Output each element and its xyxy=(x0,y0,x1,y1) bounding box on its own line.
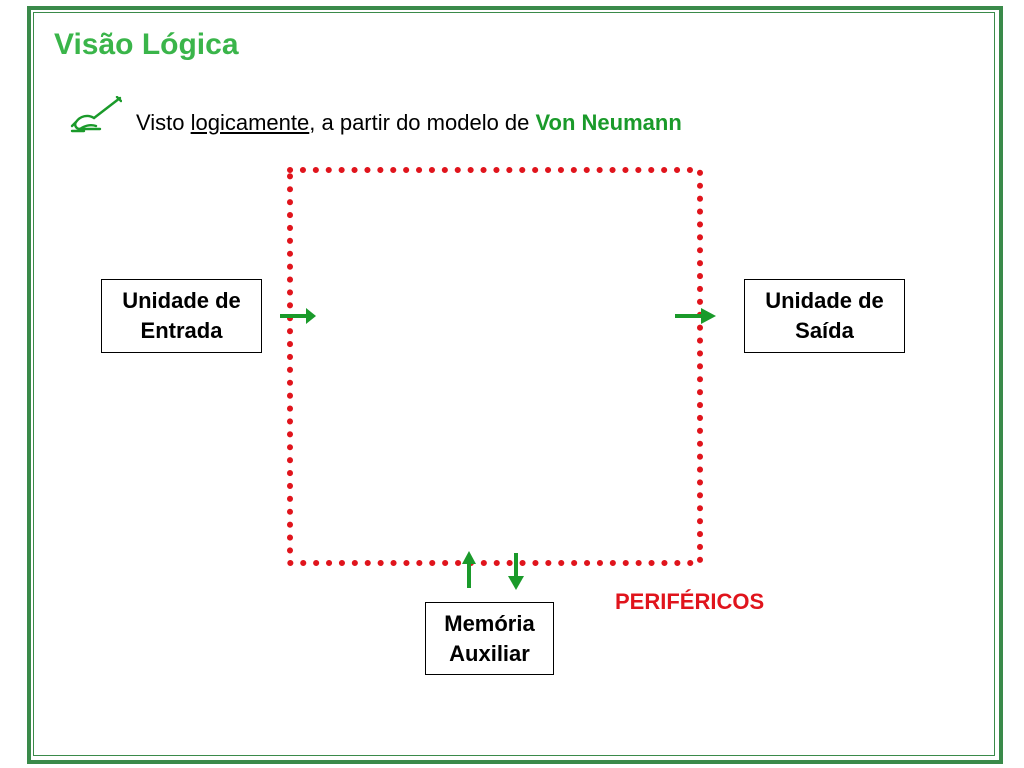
bullet-text-middle: , a partir do modelo de xyxy=(309,110,536,135)
bullet-text-before: Visto xyxy=(136,110,191,135)
bullet-text: Visto logicamente, a partir do modelo de… xyxy=(136,112,682,134)
memory-up-arrowhead xyxy=(462,551,476,564)
memory-down-arrowhead xyxy=(508,576,524,590)
slide-frame-outer xyxy=(27,6,1003,764)
auxiliary-memory-line2: Auxiliar xyxy=(449,640,530,666)
slide-title: Visão Lógica xyxy=(54,28,239,61)
output-unit-line1: Unidade de xyxy=(765,288,884,313)
auxiliary-memory-box: Memória Auxiliar xyxy=(425,602,554,675)
input-unit-line1: Unidade de xyxy=(122,288,241,313)
input-unit-box: Unidade de Entrada xyxy=(101,279,262,353)
cpu-dotted-boundary xyxy=(287,167,703,566)
input-arrowhead xyxy=(306,308,316,324)
auxiliary-memory-line1: Memória xyxy=(444,610,535,636)
output-unit-line2: Saída xyxy=(795,318,854,343)
bullet-text-underlined: logicamente xyxy=(190,110,310,135)
output-arrowhead xyxy=(701,308,716,324)
perifericos-label: PERIFÉRICOS xyxy=(615,589,765,614)
input-unit-line2: Entrada xyxy=(140,318,223,343)
writing-hand-icon xyxy=(70,96,122,133)
bullet-text-highlight: Von Neumann xyxy=(535,110,682,135)
output-unit-box: Unidade de Saída xyxy=(744,279,905,353)
slide-frame-inner xyxy=(33,12,995,756)
